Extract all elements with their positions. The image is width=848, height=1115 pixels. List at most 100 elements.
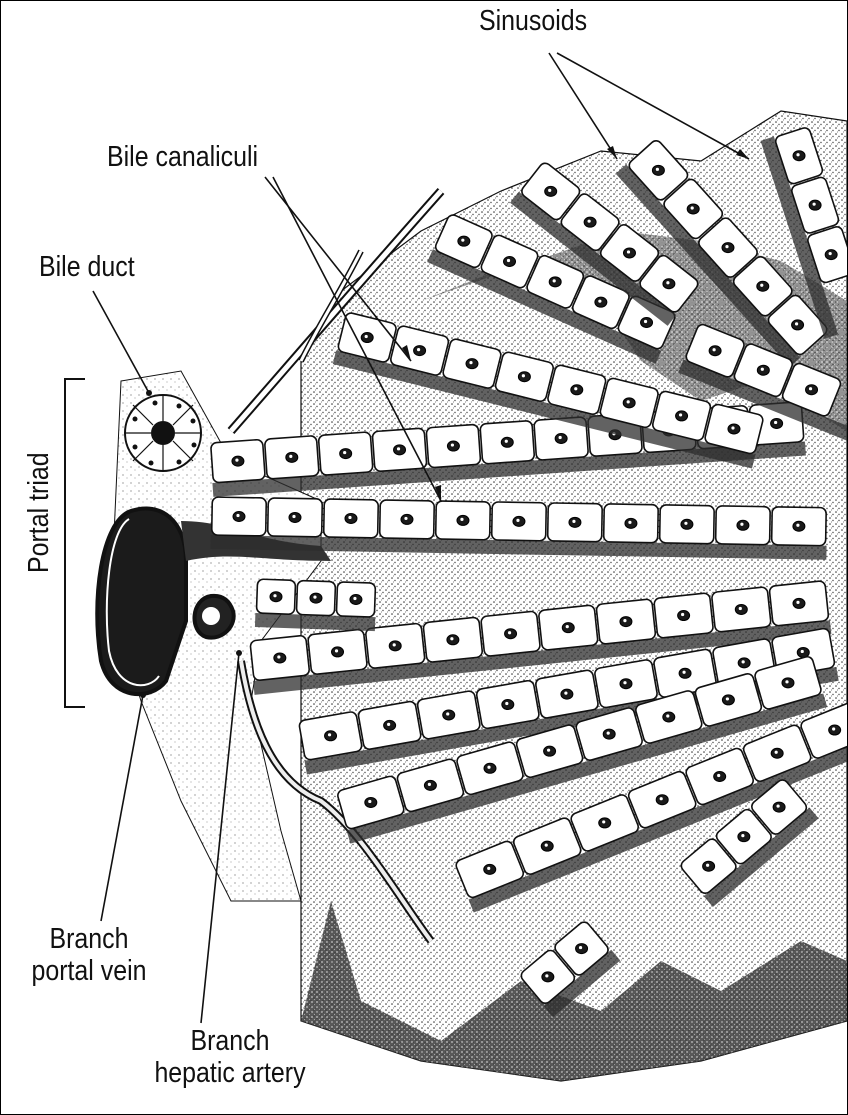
nucleolus (796, 153, 799, 156)
nucleolus (505, 702, 508, 705)
label-branch-hepatic-artery-line2: hepatic artery (140, 1057, 321, 1089)
label-sinusoids: Sinusoids (479, 5, 587, 37)
nucleolus (666, 281, 669, 284)
nucleolus (731, 426, 734, 429)
nucleolus (277, 655, 280, 658)
nucleolus (739, 607, 742, 610)
nucleolus (487, 766, 490, 769)
nucleolus (785, 680, 788, 683)
nucleolus (741, 834, 744, 837)
label-branch-portal-vein-line2: portal vein (20, 955, 158, 987)
nucleolus (717, 774, 720, 777)
nucleolus (574, 387, 577, 390)
nucleolus (684, 522, 687, 525)
nucleolus (353, 597, 356, 600)
nucleolus (387, 723, 390, 726)
nucleolus (235, 459, 238, 462)
nucleolus (829, 252, 832, 255)
nucleolus (628, 521, 631, 524)
nucleolus (579, 946, 582, 949)
nucleolus (335, 649, 338, 652)
label-bile-canaliculi: Bile canaliculi (107, 141, 258, 173)
nucleolus (801, 650, 804, 653)
nucleolus (507, 259, 510, 262)
nucleolus (706, 864, 709, 867)
nucleolus (776, 804, 779, 807)
nucleolus (397, 447, 400, 450)
hepatocyte-cord (210, 497, 826, 560)
nucleolus (469, 361, 472, 364)
nucleolus (774, 421, 777, 424)
nucleolus (446, 712, 449, 715)
nucleolus (623, 619, 626, 622)
bile-duct (125, 395, 201, 471)
nucleolus (566, 625, 569, 628)
nucleolus (666, 714, 669, 717)
nucleolus (607, 731, 610, 734)
nucleolus (292, 515, 295, 518)
nucleolus (760, 284, 763, 287)
portal-triad-bracket (65, 379, 85, 707)
nucleolus (545, 974, 548, 977)
nucleolus (682, 671, 685, 674)
label-branch-portal-vein-line1: Branch (20, 923, 158, 955)
nucleolus (726, 697, 729, 700)
nucleolus (516, 519, 519, 522)
nucleolus (428, 783, 431, 786)
nucleolus (809, 387, 812, 390)
nucleolus (328, 733, 331, 736)
nucleolus (713, 348, 716, 351)
nucleolus (548, 189, 551, 192)
nucleolus (660, 797, 663, 800)
nucleolus (832, 727, 835, 730)
label-bile-duct: Bile duct (39, 251, 135, 283)
nucleolus (273, 594, 276, 597)
nucleolus (461, 239, 464, 242)
nucleolus (450, 637, 453, 640)
nucleolus (572, 520, 575, 523)
nucleolus (742, 660, 745, 663)
nucleolus (343, 451, 346, 454)
nucleolus (740, 523, 743, 526)
nucleolus (796, 601, 799, 604)
nucleolus (547, 749, 550, 752)
nucleolus (368, 800, 371, 803)
nucleolus (313, 595, 316, 598)
nucleolus (725, 245, 728, 248)
nucleolus (761, 368, 764, 371)
label-branch-hepatic-artery-line1: Branch (140, 1025, 321, 1057)
nucleolus (813, 203, 816, 206)
nucleolus (451, 443, 454, 446)
label-portal-triad: Portal triad (23, 452, 55, 573)
hepatocyte-cord (255, 579, 376, 631)
nucleolus (487, 867, 490, 870)
nucleolus (505, 440, 508, 443)
nucleolus (508, 631, 511, 634)
nucleolus (365, 335, 368, 338)
nucleolus (602, 820, 605, 823)
nucleolus (681, 613, 684, 616)
label-branch-hepatic-artery: Branch hepatic artery (140, 1025, 321, 1090)
nucleolus (236, 514, 239, 517)
nucleolus (522, 374, 525, 377)
nucleolus (644, 320, 647, 323)
nucleolus (795, 322, 798, 325)
nucleolus (460, 518, 463, 521)
nucleolus (559, 436, 562, 439)
nucleolus (656, 168, 659, 171)
nucleolus (545, 844, 548, 847)
nucleolus (691, 206, 694, 209)
nucleolus (404, 517, 407, 520)
nucleolus (627, 250, 630, 253)
nucleolus (564, 692, 567, 695)
nucleolus (289, 455, 292, 458)
nucleolus (393, 643, 396, 646)
nucleolus (775, 751, 778, 754)
nucleolus (553, 279, 556, 282)
nucleolus (627, 400, 630, 403)
nucleolus (623, 681, 626, 684)
nucleolus (679, 413, 682, 416)
nucleolus (348, 516, 351, 519)
nucleolus (598, 300, 601, 303)
